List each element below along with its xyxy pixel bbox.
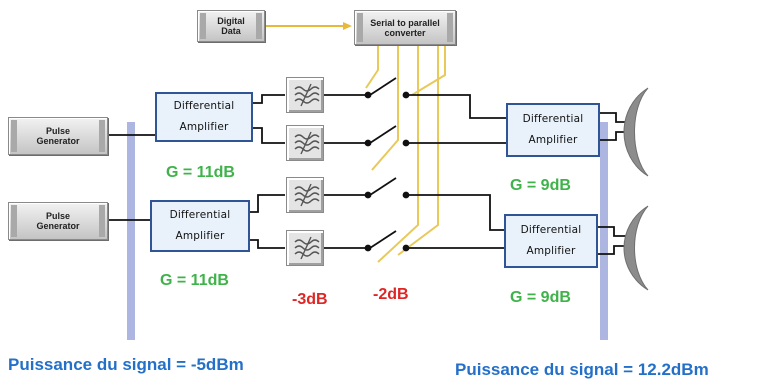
switch-1 [364,77,410,99]
pulse-generator-1: Pulse Generator [8,117,108,155]
pulse-generator-2: Pulse Generator [8,202,108,240]
differential-amplifier-input-1: Differential Amplifier [155,92,253,142]
switch-loss-label: -2dB [373,286,409,303]
output-measurement-bar [600,122,608,340]
data-arrow [265,22,352,30]
bandpass-filter-icon [286,177,324,213]
switch-4 [364,230,410,252]
digital-data-block: Digital Data [197,10,265,42]
input-wires [108,94,628,255]
differential-amplifier-input-2: Differential Amplifier [150,200,250,252]
output-power-label: Puissance du signal = 12.2dBm [455,360,709,379]
antenna-dish-icon [623,205,649,291]
bandpass-filter-icon [286,230,324,266]
gain-label-input-1: G = 11dB [166,164,235,181]
bandpass-filter-icon [286,77,324,113]
antenna-dish-icon [623,87,649,177]
input-power-label: Puissance du signal = -5dBm [8,355,244,374]
switch-2 [364,125,410,147]
gain-label-input-2: G = 11dB [160,272,229,289]
serial-to-parallel-converter: Serial to parallel converter [354,10,456,45]
bandpass-filter-icon [286,125,324,161]
gain-label-output-2: G = 9dB [510,289,571,306]
differential-amplifier-output-1: Differential Amplifier [506,103,600,157]
input-measurement-bar [127,122,135,340]
gain-label-output-1: G = 9dB [510,177,571,194]
differential-amplifier-output-2: Differential Amplifier [504,214,598,268]
switch-3 [364,177,410,199]
filter-loss-label: -3dB [292,291,328,308]
control-lines [365,45,446,263]
